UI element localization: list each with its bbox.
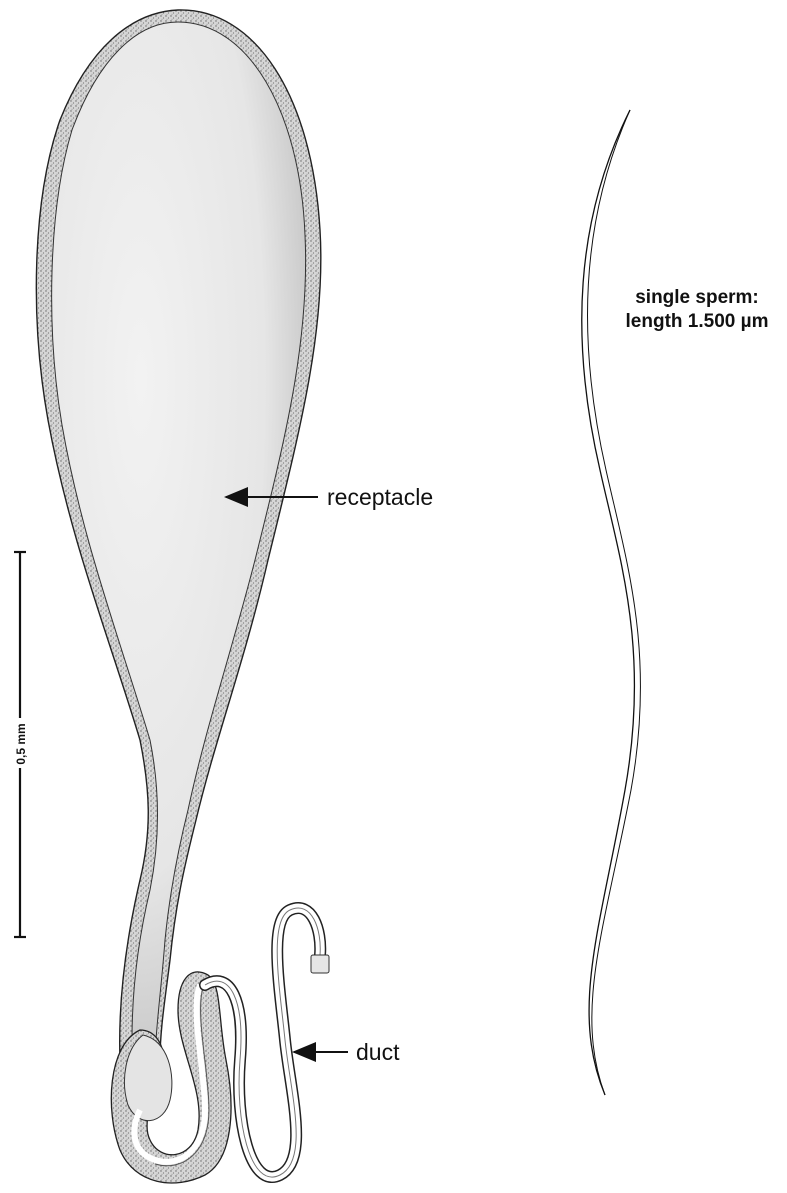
sperm-line-b bbox=[588, 110, 641, 1095]
single-sperm bbox=[582, 110, 641, 1095]
receptacle-label: receptacle bbox=[327, 484, 433, 510]
sperm-label-line2: length 1.500 µm bbox=[626, 311, 769, 332]
sperm-line-a bbox=[582, 110, 635, 1095]
scale-bar: 0,5 mm bbox=[14, 552, 28, 937]
scale-bar-label: 0,5 mm bbox=[14, 723, 28, 764]
duct-end-cap bbox=[311, 955, 329, 973]
duct-label: duct bbox=[356, 1039, 400, 1065]
receptacle bbox=[36, 10, 321, 1060]
sperm-label-line1: single sperm: bbox=[635, 287, 759, 308]
